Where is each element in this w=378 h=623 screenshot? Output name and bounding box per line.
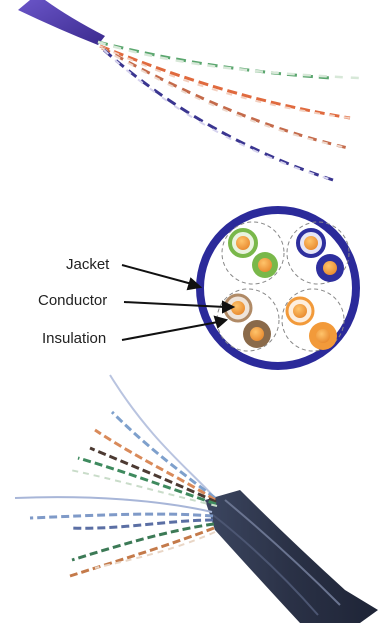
blue-pair (104, 50, 333, 180)
jacket-label: Jacket (66, 256, 109, 273)
outer-jacket (18, 0, 105, 45)
blue-white-conductor (304, 236, 318, 250)
green-white-wire (98, 42, 360, 78)
orange-white-conductor (293, 304, 307, 318)
wire-lower-2 (30, 514, 213, 518)
bundle-jacket (205, 490, 378, 623)
insulation-arrow (122, 322, 218, 340)
green-conductor (258, 258, 272, 272)
jacket-arrow (122, 265, 192, 284)
brown-conductor (250, 327, 264, 341)
insulation-label: Insulation (42, 330, 106, 347)
cable-bundle-bottom (15, 375, 378, 623)
blue-white-wire (104, 50, 333, 180)
wire-lower-1 (15, 497, 212, 512)
wire-lower-5 (70, 528, 214, 576)
green-white-conductor (236, 236, 250, 250)
wire-upper-4 (90, 448, 216, 502)
blue-conductor (323, 261, 337, 275)
utp-cable-top (18, 0, 360, 180)
cross-section-diagram (122, 210, 356, 366)
orange-conductor (316, 329, 330, 343)
wire-upper-1 (110, 375, 215, 498)
wire-lower-3 (70, 520, 213, 528)
conductor-label: Conductor (38, 292, 107, 309)
wire-upper-3 (95, 430, 215, 500)
